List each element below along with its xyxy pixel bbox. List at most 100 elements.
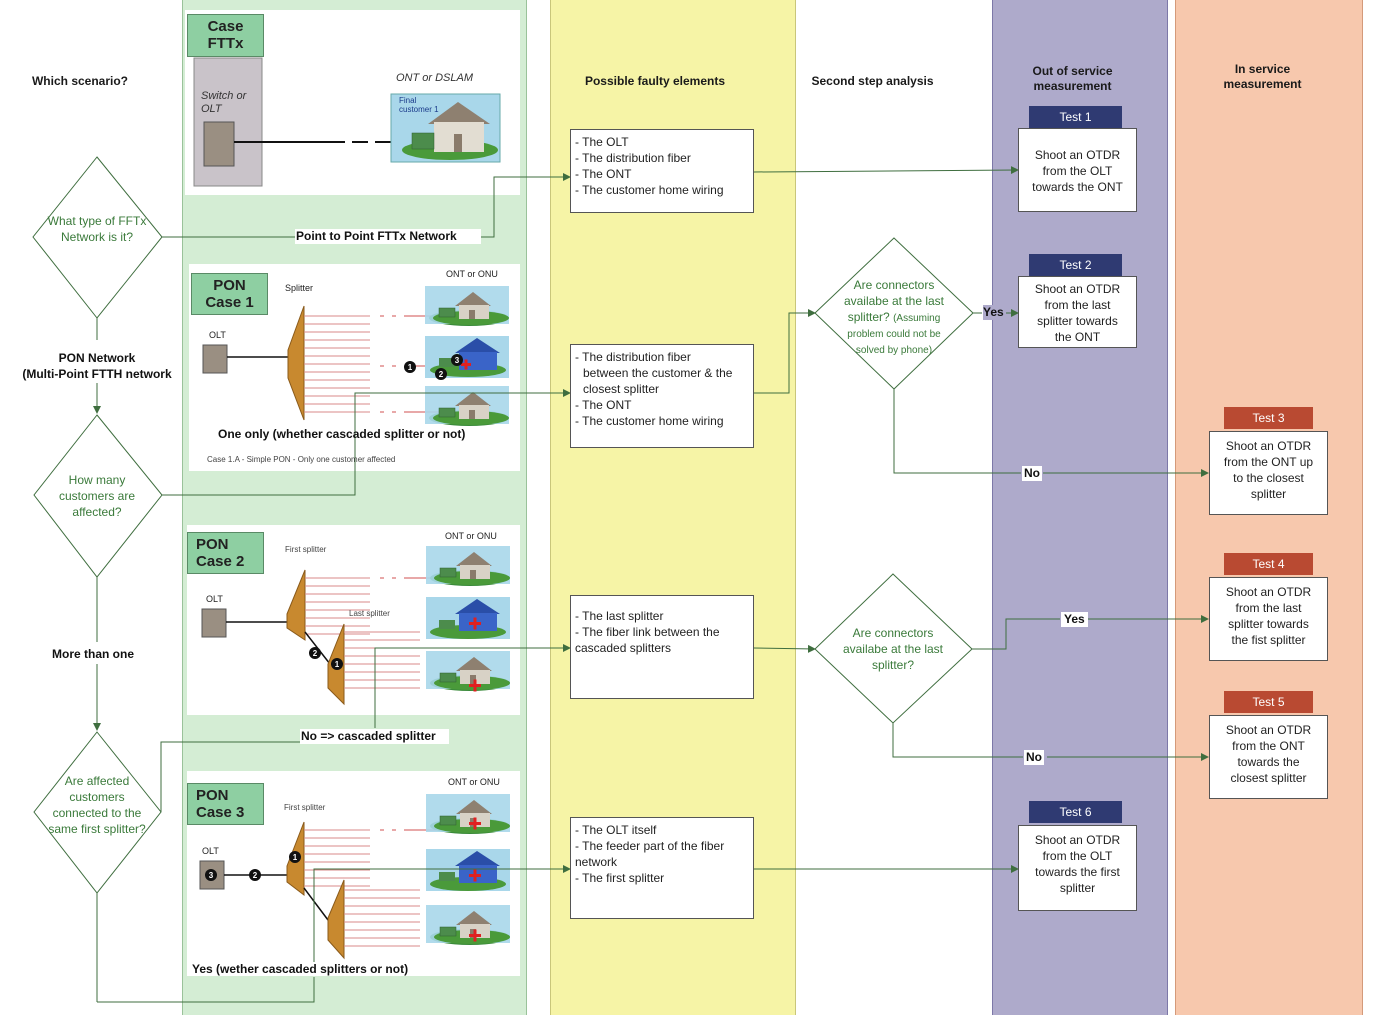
test-2-line: from the last [1044,298,1111,312]
case-pon1-tag-line2: Case 1 [205,294,254,311]
label-pon-network: PON Network (Multi-Point FTTH network [12,350,182,382]
faulty-2-item: - The customer home wiring [575,414,724,428]
faulty-1-item: - The ONT [575,167,632,181]
pon3-first-splitter-label: First splitter [284,803,326,812]
test-1-line: Shoot an OTDR [1034,148,1121,162]
test-4-line: splitter towards [1228,617,1309,631]
test-2-line: Shoot an OTDR [1034,282,1121,296]
faulty-2-item: closest splitter [583,382,660,396]
question-same-splitter: Are affected customers connected to the … [48,774,146,836]
label-no-cascaded: No => cascaded splitter [300,729,449,744]
test-5-line: Shoot an OTDR [1225,723,1312,737]
test-6-line: Shoot an OTDR [1034,833,1121,847]
svg-text:3: 3 [455,356,460,365]
test-2-tab: Test 2 [1029,254,1122,276]
test-4-line: the fist splitter [1231,633,1306,647]
label-no-1: No [1022,466,1042,481]
svg-text:2: 2 [253,871,258,880]
test-6-tab: Test 6 [1029,801,1122,823]
test-3-line: to the closest [1233,471,1304,485]
test-6-line: from the OLT [1042,849,1113,863]
test-2-box: Shoot an OTDR from the last splitter tow… [1018,276,1137,348]
test-4-line: Shoot an OTDR [1225,585,1312,599]
label-pon-network-line1: PON Network [58,351,136,365]
test-3-line: splitter [1250,487,1287,501]
question-connectors-1-note: (Assuming problem could not be solved by… [847,313,941,356]
pon2-last-splitter-label: Last splitter [349,609,390,618]
fttx-customer-label: Final customer 1 [399,96,439,114]
svg-text:3: 3 [209,871,214,880]
test-3-line: from the ONT up [1223,455,1314,469]
test-3-tab: Test 3 [1224,407,1313,429]
label-yes-cascaded: Yes (wether cascaded splitters or not) [192,962,409,976]
question-connectors-1: Are connectors availabe at the last spli… [834,277,954,357]
test-5-box: Shoot an OTDR from the ONT towards the c… [1209,715,1328,799]
faulty-1-item: - The customer home wiring [575,183,724,197]
svg-text:2: 2 [313,649,318,658]
label-yes-1: Yes [983,305,1004,320]
label-yes-2: Yes [1061,612,1088,627]
faulty-2-item: - The distribution fiber [575,350,691,364]
faulty-4-item: network [575,855,618,869]
pon2-first-splitter-label: First splitter [285,545,327,554]
faulty-box-1: - The OLT - The distribution fiber - The… [570,129,754,213]
test-5-tab: Test 5 [1224,691,1313,713]
svg-text:1: 1 [408,363,413,372]
svg-text:1: 1 [335,660,340,669]
svg-text:2: 2 [439,370,444,379]
header-out-of-service: Out of service measurement [1032,64,1113,93]
question-connectors-2: Are connectors availabe at the last spli… [842,626,944,672]
question-connectors-1-text: Are connectors availabe at the last spli… [843,278,945,324]
test-1-tab: Test 1 [1029,106,1122,128]
pon2-olt-label: OLT [206,594,223,604]
faulty-1-item: - The OLT [575,135,629,149]
test-5-line: from the ONT [1232,739,1305,753]
case-fttx-tag-line2: FTTx [207,35,244,52]
question-network-type: What type of FFTx Network is it? [47,214,147,244]
header-scenario: Which scenario? [31,74,129,88]
test-1-line: from the OLT [1042,164,1113,178]
pon1-olt-label: OLT [209,330,226,340]
faulty-box-3: - The last splitter - The fiber link bet… [570,595,754,699]
label-no-2: No [1024,750,1044,765]
case-fttx-tag-line1: Case [207,18,244,35]
test-4-line: from the last [1235,601,1302,615]
faulty-box-4: - The OLT itself - The feeder part of th… [570,817,754,919]
test-5-line: towards the [1237,755,1300,769]
test-3-box: Shoot an OTDR from the ONT up to the clo… [1209,431,1328,515]
test-1-line: towards the ONT [1032,180,1123,194]
test-1-box: Shoot an OTDR from the OLT towards the O… [1018,128,1137,212]
test-4-box: Shoot an OTDR from the last splitter tow… [1209,577,1328,661]
faulty-2-item: - The ONT [575,398,632,412]
faulty-4-item: - The OLT itself [575,823,657,837]
header-in-service: In service measurement [1223,62,1302,91]
faulty-3-item: cascaded splitters [575,641,672,655]
test-6-line: splitter [1059,881,1096,895]
faulty-3-item: - The last splitter [575,609,664,623]
test-2-line: the ONT [1054,330,1101,344]
label-one-only: One only (whether cascaded splitter or n… [218,427,466,441]
pon3-olt-label: OLT [202,846,219,856]
case-pon3-tag-line2: Case 3 [196,804,245,821]
fttx-ont-label: ONT or DSLAM [396,72,474,84]
faulty-4-item: - The feeder part of the fiber [575,839,725,853]
pon3-ont-label: ONT or ONU [448,777,500,787]
test-6-line: towards the first [1035,865,1120,879]
faulty-3-item: - The fiber link between the [575,625,720,639]
test-3-line: Shoot an OTDR [1225,439,1312,453]
faulty-2-item: between the customer & the [583,366,733,380]
case-pon3-tag-line1: PON [196,787,229,804]
header-faulty-elements: Possible faulty elements [584,74,726,88]
case-pon2-tag-line2: Case 2 [196,553,245,570]
pon2-ont-label: ONT or ONU [445,531,497,541]
label-more-than-one: More than one [52,647,135,662]
header-second-step: Second step analysis [811,74,934,88]
case-pon1-tag-line1: PON [213,277,246,294]
test-4-tab: Test 4 [1224,553,1313,575]
pon1-ont-label: ONT or ONU [446,269,498,279]
